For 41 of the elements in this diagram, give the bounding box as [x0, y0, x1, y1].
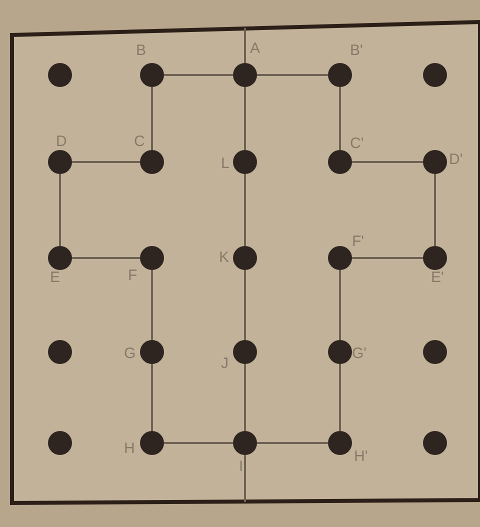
- point-label: G: [124, 346, 136, 362]
- pencil-line: [244, 455, 246, 502]
- pencil-line: [72, 161, 140, 163]
- point-label: C': [350, 136, 364, 152]
- pencil-line: [434, 174, 436, 246]
- pencil-line: [244, 270, 246, 340]
- point-label: J: [221, 356, 228, 372]
- point-label: D: [56, 134, 67, 150]
- pencil-line: [59, 174, 61, 246]
- pencil-line: [244, 87, 246, 150]
- pencil-line: [151, 364, 153, 431]
- pencil-line: [339, 364, 341, 431]
- pencil-line: [244, 28, 246, 63]
- point-label: B': [350, 43, 363, 59]
- point-label: F: [128, 268, 138, 284]
- point-label: H': [354, 449, 368, 465]
- pencil-line: [151, 270, 153, 340]
- pencil-line: [164, 74, 233, 76]
- pencil-line: [164, 442, 233, 444]
- point-label: C: [134, 134, 145, 150]
- point-label: A: [250, 41, 260, 57]
- pencil-line: [339, 87, 341, 150]
- pencil-line: [352, 257, 423, 259]
- pencil-line: [72, 257, 140, 259]
- point-label: E: [50, 270, 60, 286]
- point-label: B: [136, 43, 146, 59]
- point-label: L: [221, 156, 230, 172]
- point-label: I: [239, 459, 244, 475]
- pencil-line: [244, 174, 246, 246]
- pencil-line: [257, 74, 328, 76]
- pencil-line: [352, 161, 423, 163]
- point-label: D': [449, 152, 463, 168]
- point-label: K: [219, 250, 230, 266]
- pencil-line: [257, 442, 328, 444]
- point-label: E': [431, 270, 444, 286]
- point-label: G': [352, 346, 367, 362]
- pencil-line: [244, 364, 246, 431]
- pencil-line: [151, 87, 153, 150]
- point-label: H: [124, 441, 135, 457]
- pencil-line: [339, 270, 341, 340]
- point-label: F': [352, 234, 364, 250]
